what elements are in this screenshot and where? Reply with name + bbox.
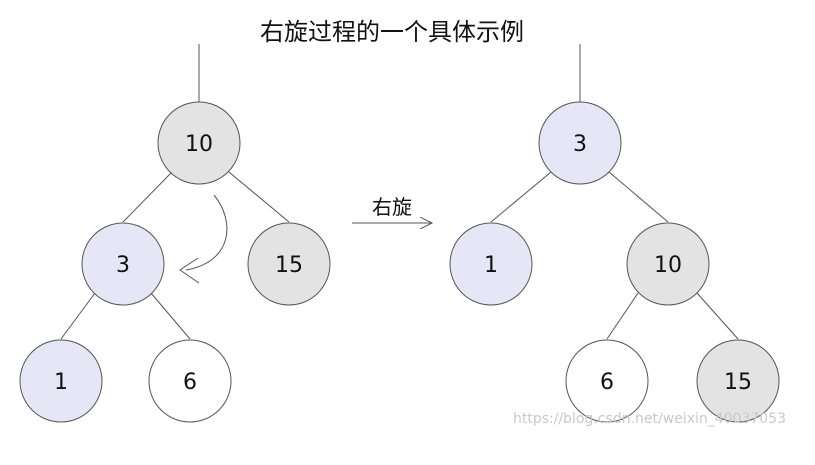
after-edge-10-6 [606,292,639,340]
before-node-left: 3 [81,222,165,306]
after-node-root: 3 [538,101,622,185]
after-edge-10-15 [696,292,739,340]
before-edge-3-1 [60,292,96,340]
before-node-left-label: 3 [116,253,130,278]
before-node-left-left: 1 [19,339,103,423]
after-node-right-label: 10 [654,253,682,278]
before-node-root: 10 [157,101,241,185]
after-node-right-right: 15 [696,339,780,423]
after-node-left-label: 1 [484,253,498,278]
after-edge-3-1 [490,171,552,223]
before-node-root-label: 10 [185,132,213,157]
before-node-left-right-label: 6 [183,370,197,395]
before-node-left-left-label: 1 [54,370,68,395]
rotation-arrow-label: 右旋 [372,195,412,219]
before-edge-3-6 [150,292,191,340]
after-tree: 3 1 10 6 15 [449,44,780,423]
after-edge-3-10 [608,171,669,223]
after-node-right-left-label: 6 [600,370,614,395]
after-node-left: 1 [449,222,533,306]
after-node-right-right-label: 15 [724,370,752,395]
after-node-right: 10 [626,222,710,306]
after-node-right-left: 6 [565,339,649,423]
before-node-right-label: 15 [275,253,303,278]
watermark-text: https://blog.csdn.net/weixin_40037053 [513,411,786,427]
rotation-arrow: 右旋 [352,195,432,223]
rotation-curve-arrow-icon [179,194,228,284]
after-node-root-label: 3 [573,132,587,157]
before-node-right: 15 [247,222,331,306]
diagram-title: 右旋过程的一个具体示例 [260,18,524,46]
before-edge-10-3 [122,171,173,223]
before-node-left-right: 6 [148,339,232,423]
before-edge-10-15 [228,171,290,223]
before-tree: 10 3 15 1 6 [19,44,331,423]
